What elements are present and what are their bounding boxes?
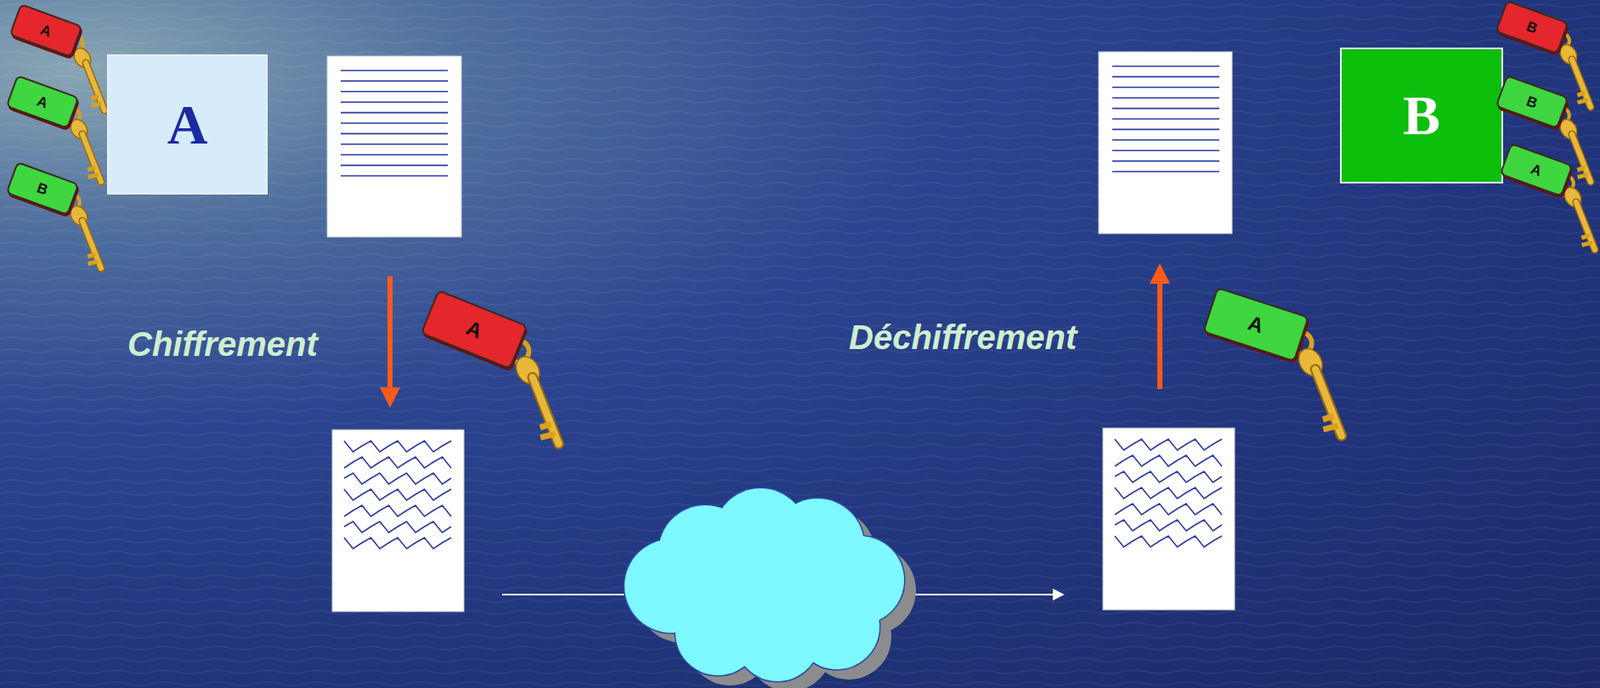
text-line [340, 69, 448, 72]
text-line [1112, 65, 1220, 68]
transmission-line [502, 593, 625, 596]
cipher-line [344, 537, 452, 549]
cipher-line [1114, 520, 1222, 532]
plain-document [1098, 51, 1233, 234]
text-line [1112, 160, 1220, 163]
cipher-line [344, 505, 452, 517]
cipher-line [344, 521, 452, 533]
text-line [1112, 139, 1220, 142]
cipher-line [1114, 471, 1222, 483]
node-text: A [38, 22, 53, 40]
cipher-line [344, 473, 452, 485]
text-line [1112, 118, 1220, 120]
text-line [340, 90, 448, 93]
text-line [1112, 149, 1220, 152]
text-line [1112, 76, 1220, 79]
step-label: Chiffrement [127, 325, 318, 363]
cipher-line [344, 457, 452, 469]
text-line [340, 112, 448, 114]
cloud-outline [624, 488, 905, 682]
network-cloud [624, 488, 916, 688]
cipher-line [1114, 455, 1222, 467]
cipher-line [344, 489, 452, 501]
text-line [1112, 96, 1220, 99]
cipher-line [1114, 536, 1222, 548]
node-text: B [1402, 87, 1441, 144]
text-line [340, 164, 448, 167]
cipher-document [332, 429, 464, 612]
cipher-document [1102, 428, 1235, 611]
text-line [1112, 170, 1220, 173]
plain-document [327, 56, 462, 238]
text-line [340, 133, 448, 136]
node-text: A [34, 93, 50, 111]
node-text: B [1524, 93, 1539, 111]
text-line [340, 80, 448, 83]
text-line [1112, 129, 1220, 131]
party-box: B [1339, 47, 1504, 184]
decrypt-arrow [1157, 273, 1163, 390]
node-text: B [1524, 18, 1539, 36]
text-line [340, 153, 448, 156]
keys [64, 33, 1595, 445]
node-text: A [167, 96, 209, 153]
cipher-line [1114, 503, 1222, 515]
encrypt-arrow [387, 276, 393, 398]
text-line [1112, 107, 1220, 110]
node-text: A [1528, 161, 1544, 179]
text-line [340, 143, 448, 146]
cloud-fill [624, 488, 905, 682]
cipher-line [1114, 487, 1222, 499]
text-line [340, 122, 448, 125]
text-line [340, 101, 448, 103]
text-line [1112, 86, 1220, 89]
node-text: A [463, 317, 485, 343]
text-line [340, 175, 448, 177]
step-label: Déchiffrement [848, 318, 1077, 357]
node-text: B [34, 180, 50, 198]
cipher-line [344, 440, 452, 453]
cipher-line [1114, 439, 1222, 451]
transmission-arrow [910, 593, 1063, 596]
node-text: A [1245, 312, 1267, 337]
party-box: A [107, 54, 268, 195]
